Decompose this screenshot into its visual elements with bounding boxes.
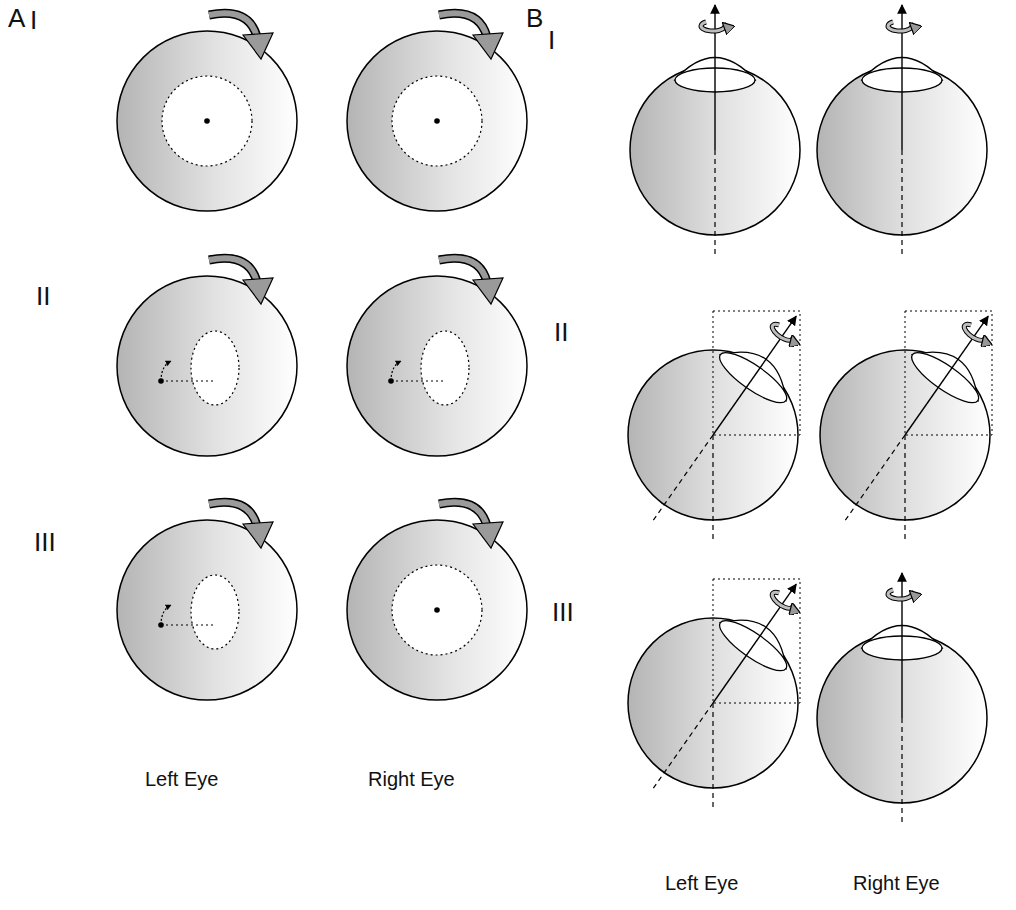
- eye-sphere: [817, 573, 987, 823]
- eye-label: Left Eye: [665, 872, 738, 894]
- eye-label: Right Eye: [368, 768, 455, 790]
- front-eye: [347, 502, 527, 700]
- front-eye: [117, 502, 297, 700]
- eye-label: Right Eye: [853, 872, 940, 894]
- row-numeral: I: [30, 6, 37, 35]
- row-numeral: III: [34, 528, 56, 557]
- row-numeral: III: [552, 598, 574, 627]
- panel-letter: B: [526, 4, 543, 33]
- eye-sphere: [620, 293, 829, 544]
- eye-sphere: [817, 5, 987, 255]
- eye-sphere: [630, 5, 800, 255]
- eye-label: Left Eye: [145, 768, 218, 790]
- row-numeral: II: [36, 282, 50, 311]
- front-eye: [117, 13, 297, 211]
- front-eye: [347, 258, 527, 456]
- panel-letter: A: [8, 4, 25, 33]
- row-numeral: II: [554, 318, 568, 347]
- eye-sphere: [620, 561, 829, 812]
- row-numeral: I: [548, 26, 555, 55]
- front-eye: [347, 13, 527, 211]
- eye-sphere: [812, 293, 1016, 544]
- front-eye: [117, 258, 297, 456]
